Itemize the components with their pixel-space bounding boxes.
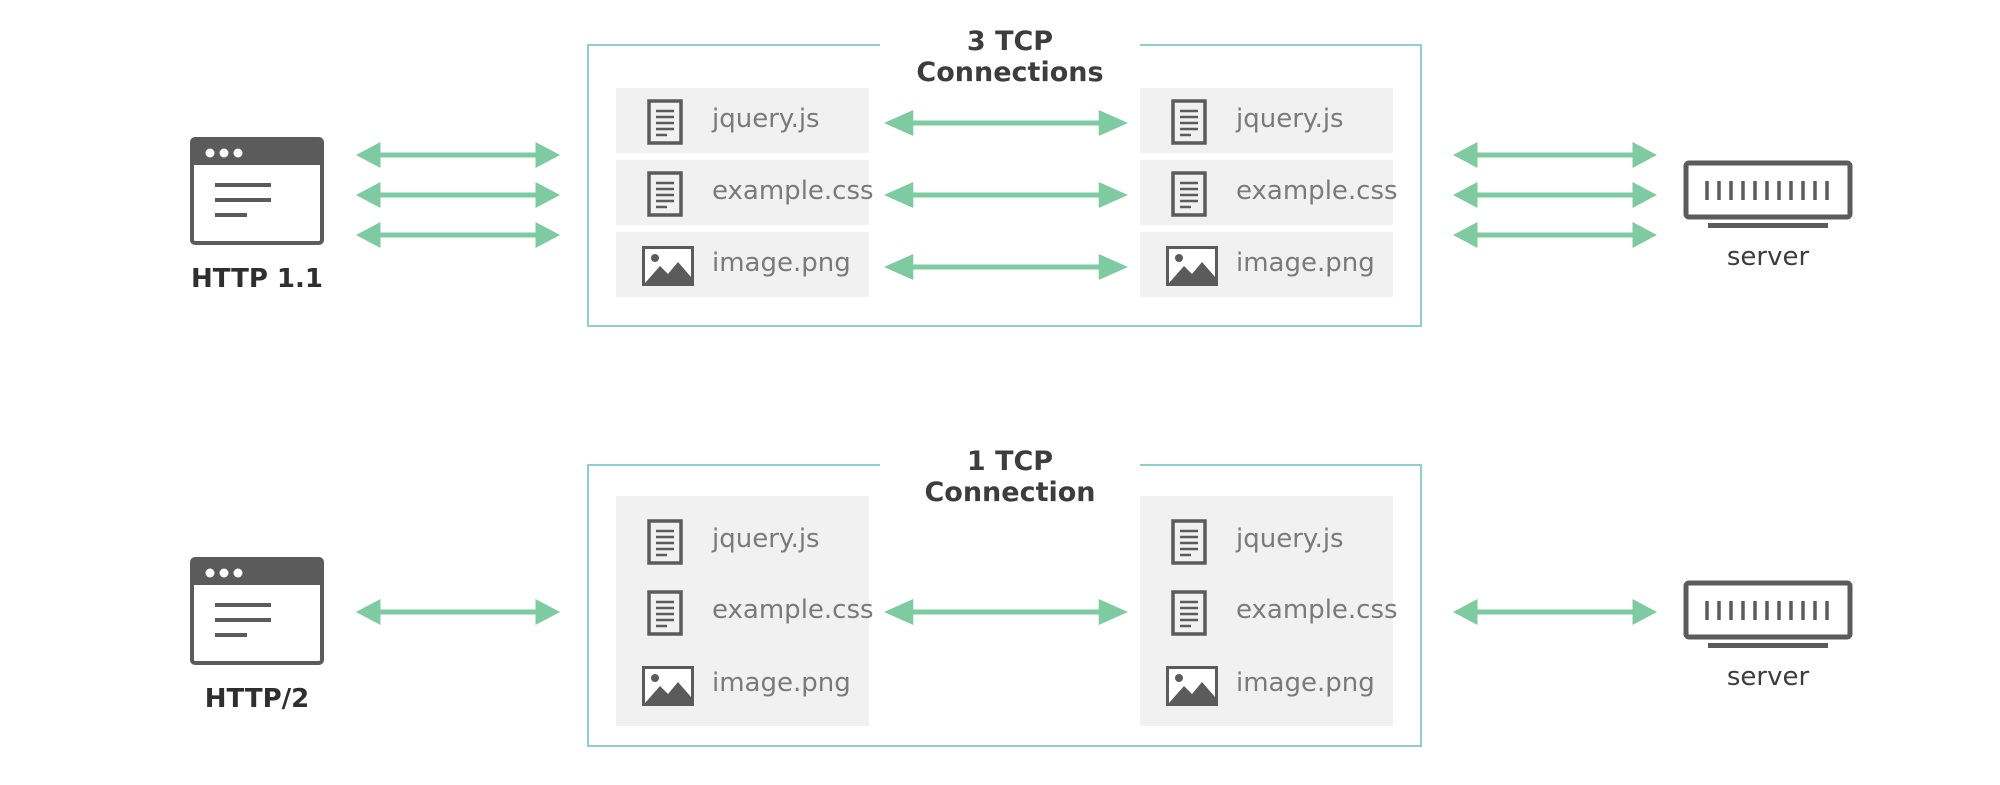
http2-section: 1 TCP Connection HTTP/2 jquery.js exampl… [0,420,2000,760]
document-icon [1165,517,1209,565]
server-arrow [1453,220,1657,250]
file-group: jquery.js example.css image.png [616,496,874,726]
file-item: image.png [616,652,869,717]
server-icon [1683,160,1853,230]
image-icon [1164,244,1220,288]
connection-arrow [884,180,1128,210]
file-name: example.css [712,176,874,206]
file-item: jquery.js [1140,508,1393,573]
document-icon [641,588,685,636]
server-icon [1683,580,1853,650]
file-name: image.png [1236,668,1375,698]
file-name: image.png [712,668,851,698]
document-icon [1165,169,1209,217]
file-item: jquery.js [1140,88,1393,153]
file-item: image.png [616,232,869,297]
file-group: jquery.js example.css image.png [1140,496,1398,726]
connection-arrow [884,108,1128,138]
file-name: example.css [1236,176,1398,206]
document-icon [641,169,685,217]
client-arrow [356,597,560,627]
file-name: jquery.js [712,104,820,134]
image-icon [1164,664,1220,708]
file-name: jquery.js [712,524,820,554]
file-name: jquery.js [1236,104,1344,134]
file-item: image.png [1140,652,1393,717]
image-icon [640,244,696,288]
file-item: image.png [1140,232,1393,297]
file-name: image.png [1236,248,1375,278]
image-icon [640,664,696,708]
document-icon [1165,588,1209,636]
server-label: server [1726,242,1810,272]
server-arrow [1453,597,1657,627]
client-label: HTTP 1.1 [191,264,323,294]
client-arrow [356,180,560,210]
file-item: example.css [616,579,874,644]
browser-icon [190,137,324,245]
file-item: example.css [1140,579,1398,644]
file-name: image.png [712,248,851,278]
file-item: example.css [616,160,874,225]
file-name: jquery.js [1236,524,1344,554]
connection-arrow [884,597,1128,627]
frame-title: 1 TCP Connection [880,446,1140,508]
file-item: jquery.js [616,508,869,573]
server-label: server [1726,662,1810,692]
file-item: jquery.js [616,88,869,153]
connection-arrow [884,252,1128,282]
server-arrow [1453,180,1657,210]
browser-icon [190,557,324,665]
document-icon [641,97,685,145]
server-arrow [1453,140,1657,170]
http1-section: 3 TCP Connections HTTP 1.1 jquery.js exa… [0,0,2000,340]
file-item: example.css [1140,160,1398,225]
file-name: example.css [1236,595,1398,625]
client-arrow [356,220,560,250]
document-icon [641,517,685,565]
document-icon [1165,97,1209,145]
client-label: HTTP/2 [204,684,310,714]
file-name: example.css [712,595,874,625]
client-arrow [356,140,560,170]
frame-title: 3 TCP Connections [880,26,1140,88]
